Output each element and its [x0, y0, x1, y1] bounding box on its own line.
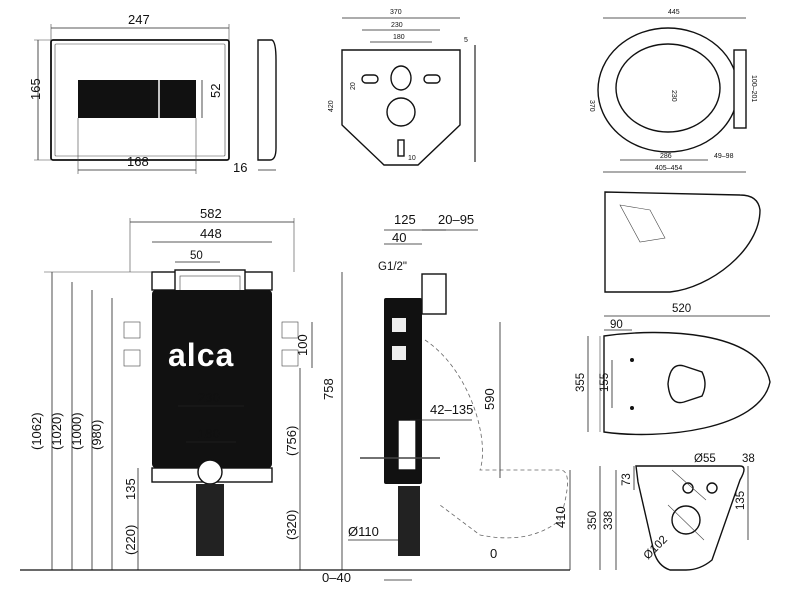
height-220-label: (220)	[123, 525, 138, 555]
toilet-top-view: 520 90 355 155	[575, 303, 771, 436]
toilet-155-label: 155	[599, 373, 611, 392]
frame-offset-label: 50	[190, 250, 203, 262]
section-338-label: 338	[603, 511, 615, 530]
toilet-90-label: 90	[610, 319, 623, 331]
seat-span-label: 286	[660, 153, 672, 160]
plate-width-label: 247	[128, 12, 150, 27]
hinge-length-label: 405–454	[655, 165, 682, 172]
seat-length-label: 370	[588, 100, 595, 112]
height-1000-label: (1000)	[69, 412, 84, 450]
side-410-label: 410	[553, 506, 568, 528]
installation-side-view: 125 20–95 40 G1/2" 590 42–135 Ø110 410 0…	[322, 212, 571, 585]
height-1020-label: (1020)	[49, 412, 64, 450]
plate-height-label: 165	[28, 78, 43, 100]
section-135-label: 135	[735, 491, 747, 510]
toilet-section-view: Ø55 38 73 135 350 338 Ø102	[587, 453, 755, 571]
section-350-label: 350	[587, 511, 599, 530]
height-980-label: (980)	[89, 420, 104, 450]
section-55-label: Ø55	[694, 453, 716, 465]
plate-depth-label: 16	[233, 160, 247, 175]
gasket-inner-label: 230	[391, 22, 403, 29]
toilet-seat-top: 445 370 230 286 49–98 405–454 100–201	[588, 9, 757, 173]
button-height-label: 52	[208, 84, 223, 98]
side-125-label: 125	[394, 212, 416, 227]
seat-width-label: 445	[668, 9, 680, 16]
zero-marker-label: 0	[490, 546, 497, 561]
height-1062-label: (1062)	[29, 412, 44, 450]
side-42-135-label: 42–135	[430, 402, 473, 417]
height-100-label: 100	[295, 334, 310, 356]
gasket-height-label: 420	[328, 100, 335, 112]
flush-plate-front: 247 165 52 168	[28, 12, 230, 174]
flush-button-panel	[78, 80, 196, 118]
section-38-label: 38	[742, 453, 755, 465]
drain-pipe	[196, 484, 224, 556]
thread-size-label: G1/2"	[378, 261, 407, 273]
hinge-height-label: 100–201	[750, 75, 757, 102]
brand-logo: alca	[168, 337, 234, 373]
gasket-width-label: 370	[390, 9, 402, 16]
button-span-label: 168	[127, 154, 149, 169]
section-73-label: 73	[621, 473, 633, 486]
frame-bracket-label: 230	[198, 390, 220, 405]
gasket-thickness-label: 5	[464, 37, 468, 44]
gasket-hole-label: 20	[350, 82, 357, 90]
gasket-hole-spacing-label: 180	[393, 34, 405, 41]
frame-width-inner-label: 448	[200, 226, 222, 241]
mounting-gasket: 370 230 180 420 20 10 5	[328, 9, 476, 166]
height-756-label: (756)	[284, 426, 299, 456]
installation-frame-front: alca 582 448 50 230 180 (1062) (1020) (1…	[29, 206, 343, 570]
seat-inner-label: 230	[670, 90, 677, 102]
hinge-range-label: 49–98	[714, 153, 734, 160]
frame-drain-span-label: 180	[198, 426, 220, 441]
height-758-label: 758	[321, 378, 336, 400]
gasket-slot-label: 10	[408, 155, 416, 162]
side-0-40-label: 0–40	[322, 570, 351, 585]
toilet-side-view	[604, 191, 761, 293]
height-135-label: 135	[123, 478, 138, 500]
height-320-label: (320)	[284, 510, 299, 540]
side-590-label: 590	[482, 388, 497, 410]
flush-plate-side: 16	[233, 39, 277, 175]
frame-width-outer-label: 582	[200, 206, 222, 221]
side-110-label: Ø110	[348, 524, 379, 539]
side-20-95-label: 20–95	[438, 212, 474, 227]
side-40-label: 40	[392, 230, 406, 245]
toilet-355-label: 355	[575, 373, 587, 392]
toilet-width-label: 520	[672, 303, 691, 315]
